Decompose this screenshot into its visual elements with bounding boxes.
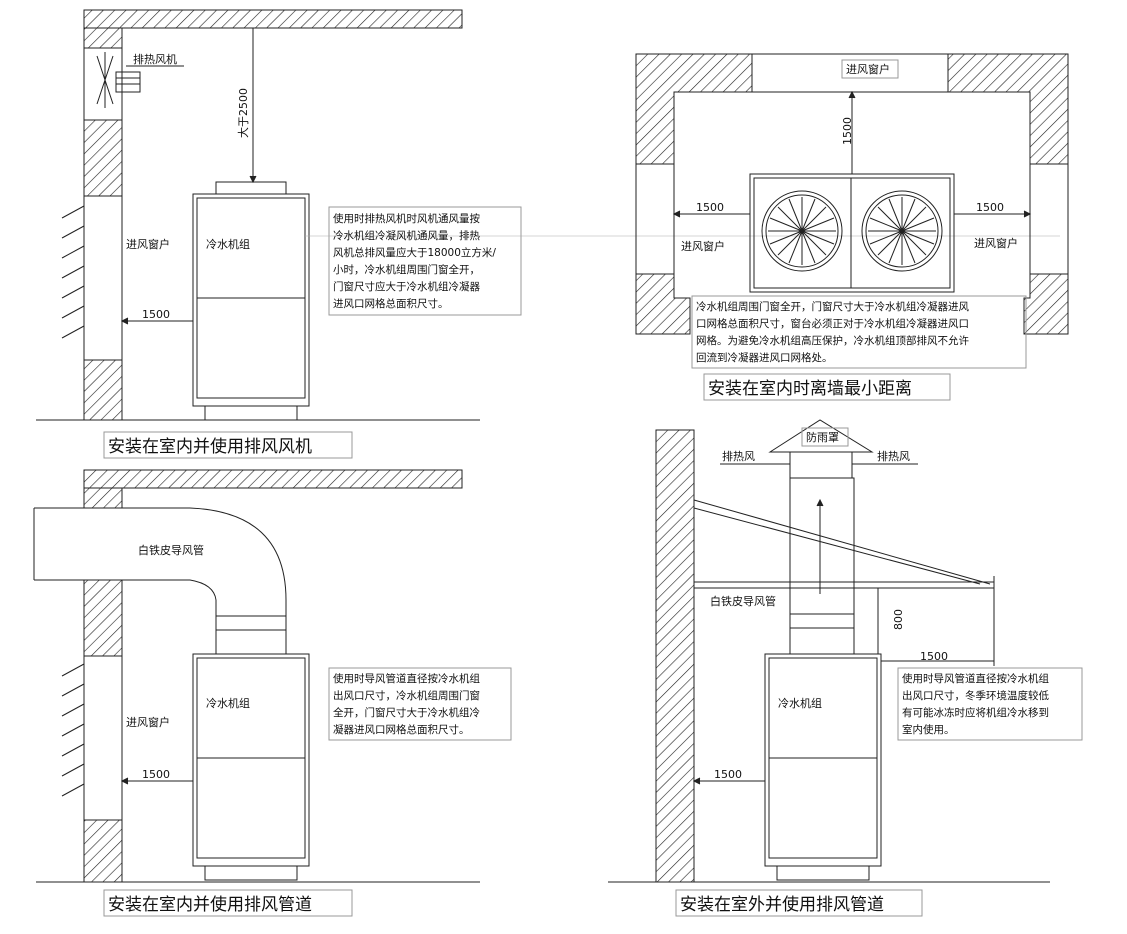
q1-chiller-unit bbox=[192, 181, 310, 421]
q2-right-distance-label: 1500 bbox=[976, 201, 1004, 214]
q1-note-line-4: 小时，冷水机组周围门窗全开， bbox=[333, 263, 480, 276]
q3-note-line-3: 全开，门窗尺寸大于冷水机组冷 bbox=[333, 706, 480, 719]
q3-wall-mid bbox=[83, 579, 123, 657]
q4-rain-cap-label: 防雨罩 bbox=[806, 430, 839, 444]
q2-top-label-box bbox=[841, 59, 899, 79]
q3-louvers bbox=[61, 663, 85, 797]
q1-height-label: 大于2500 bbox=[236, 88, 250, 138]
q3-duct bbox=[33, 507, 287, 655]
q4-rain-cap-label-box bbox=[801, 427, 849, 447]
q1-note-line-2: 冷水机组冷凝风机通风量，排热 bbox=[333, 229, 480, 242]
q2-intake-left-label: 进风窗户 bbox=[681, 239, 725, 253]
q1-note-line-1: 使用时排热风机时风机通风量按 bbox=[333, 212, 480, 225]
q1-wall-top bbox=[83, 27, 123, 49]
q2-note-line-3: 网格。为避免冷水机组高压保护，冷水机组顶部排风不允许 bbox=[696, 334, 969, 347]
q1-panel bbox=[36, 9, 1060, 459]
q2-fan-right-icon bbox=[868, 197, 936, 265]
q4-chiller-unit bbox=[764, 653, 882, 881]
q1-wall-low bbox=[83, 359, 123, 421]
q1-note-line-6: 进风口网格总面积尺寸。 bbox=[333, 297, 449, 310]
q1-title: 安装在室内并使用排风风机 bbox=[108, 436, 312, 457]
q2-note-line-4: 回流到冷凝器进风口网格处。 bbox=[696, 351, 833, 364]
q4-exhaust-right-label: 排热风 bbox=[877, 449, 910, 463]
q1-ceiling bbox=[83, 9, 463, 29]
q1-title-box bbox=[103, 431, 353, 459]
q3-chiller-label: 冷水机组 bbox=[206, 696, 250, 710]
q1-louvers bbox=[61, 205, 85, 339]
q3-distance-label: 1500 bbox=[142, 768, 170, 781]
q4-note-line-2: 出风口尺寸，冬季环境温度较低 bbox=[902, 689, 1049, 702]
q2-chiller-top-view bbox=[749, 173, 955, 293]
q4-side-distance-label: 1500 bbox=[920, 650, 948, 663]
q2-left-distance-label: 1500 bbox=[696, 201, 724, 214]
q1-note-box bbox=[328, 206, 522, 316]
q3-intake-window-label: 进风窗户 bbox=[126, 715, 170, 729]
q4-duct bbox=[789, 477, 855, 615]
q3-chiller-unit bbox=[192, 653, 310, 881]
q4-rain-cap bbox=[768, 419, 874, 479]
q4-panel bbox=[608, 419, 1083, 917]
q1-wall-mid bbox=[83, 119, 123, 197]
q2-wall-right-top bbox=[947, 53, 1069, 165]
q1-note-line-5: 门窗尺寸应大于冷水机组冷凝器 bbox=[333, 280, 480, 293]
q1-intake-window-label: 进风窗户 bbox=[126, 237, 170, 251]
q4-height-label: 800 bbox=[892, 609, 905, 630]
q3-ceiling bbox=[83, 469, 463, 489]
q3-note-line-2: 出风口尺寸，冷水机组周围门窗 bbox=[333, 689, 480, 702]
q4-wall-distance-label: 1500 bbox=[714, 768, 742, 781]
q4-title-box bbox=[675, 889, 923, 917]
q4-note-line-1: 使用时导风管道直径按冷水机组 bbox=[902, 672, 1049, 685]
q2-top-distance-label: 1500 bbox=[841, 117, 854, 145]
q4-bracket-top bbox=[693, 499, 991, 585]
q3-note-line-1: 使用时导风管道直径按冷水机组 bbox=[333, 672, 480, 685]
q4-wall bbox=[655, 429, 695, 883]
q2-intake-right-label: 进风窗户 bbox=[974, 236, 1018, 250]
q1-exhaust-fan-label: 排热风机 bbox=[133, 52, 177, 66]
q3-title-box bbox=[103, 889, 353, 917]
q2-note-line-1: 冷水机组周围门窗全开，门窗尺寸大于冷水机组冷凝器进风 bbox=[696, 300, 969, 313]
q1-chiller-label: 冷水机组 bbox=[206, 237, 250, 251]
q2-intake-top-label: 进风窗户 bbox=[846, 62, 890, 76]
q3-wall-top bbox=[83, 487, 123, 509]
q2-fan-left-icon bbox=[768, 197, 836, 265]
q1-exhaust-fan-icon bbox=[96, 52, 184, 108]
q2-wall-right-bottom bbox=[1023, 273, 1069, 335]
q3-wall-low bbox=[83, 819, 123, 883]
q2-note-box bbox=[691, 295, 1027, 369]
q3-duct-label: 白铁皮导风管 bbox=[138, 543, 204, 557]
q4-note-line-4: 室内使用。 bbox=[902, 723, 955, 736]
q2-title-box bbox=[703, 373, 951, 401]
q2-wall-left-bottom bbox=[635, 273, 691, 335]
q3-title: 安装在室内并使用排风管道 bbox=[108, 894, 312, 915]
q3-panel bbox=[33, 469, 512, 917]
q4-duct-label: 白铁皮导风管 bbox=[710, 594, 776, 608]
q4-chiller-label: 冷水机组 bbox=[778, 696, 822, 710]
q3-note-line-4: 凝器进风口网格总面积尺寸。 bbox=[333, 723, 470, 736]
q2-title: 安装在室内时离墙最小距离 bbox=[708, 379, 912, 399]
q3-note-box bbox=[328, 667, 512, 741]
q1-note-line-3: 风机总排风量应大于18000立方米/ bbox=[333, 246, 496, 259]
q2-panel bbox=[635, 53, 1069, 401]
q2-wall-left-top bbox=[635, 53, 753, 165]
q1-distance-label: 1500 bbox=[142, 308, 170, 321]
q2-note-line-2: 口网格总面积尺寸，窗台必须正对于冷水机组冷凝器进风口 bbox=[696, 317, 969, 330]
q4-exhaust-left-label: 排热风 bbox=[722, 449, 755, 463]
q4-note-box bbox=[897, 667, 1083, 741]
q4-note-line-3: 有可能冰冻时应将机组冷水移到 bbox=[902, 706, 1049, 719]
q4-title: 安装在室外并使用排风管道 bbox=[680, 894, 884, 915]
